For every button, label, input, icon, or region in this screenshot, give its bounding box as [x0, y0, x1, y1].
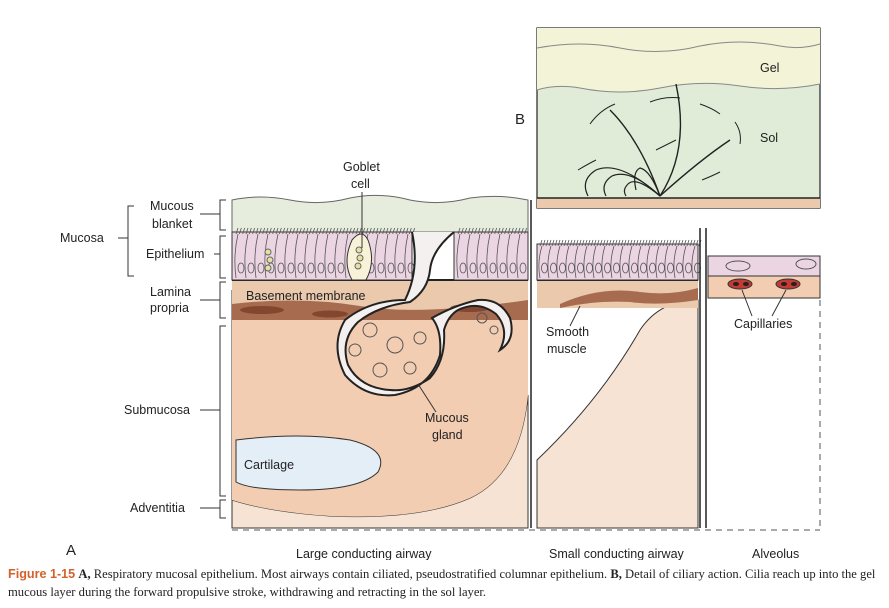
label-cartilage: Cartilage [244, 458, 294, 472]
inset-b-ciliary-action [536, 27, 821, 209]
mucous-gland [336, 231, 513, 397]
figure-caption: Figure 1-15 A, Respiratory mucosal epith… [8, 566, 883, 601]
label-epithelium: Epithelium [146, 247, 204, 261]
respiratory-mucosa-diagram: Mucosa Mucous blanket Epithelium Lamina … [60, 27, 821, 560]
cartilage [235, 435, 382, 491]
label-alveolus: Alveolus [752, 547, 799, 560]
label-panel-a: A [66, 542, 76, 559]
label-goblet-cell-2: cell [351, 177, 370, 191]
mucus-blanket [231, 194, 529, 233]
alveolar-interstitium [707, 275, 821, 299]
label-gel: Gel [760, 61, 779, 75]
label-small-airway: Small conducting airway [549, 547, 685, 560]
figure-number: Figure 1-15 [8, 567, 76, 581]
label-adventitia: Adventitia [130, 501, 185, 515]
smooth-muscle [560, 288, 698, 308]
small-airway-epithelium [536, 243, 699, 281]
caption-text-a: Respiratory mucosal epithelium. Most air… [93, 567, 608, 581]
label-smooth-muscle-2: muscle [547, 342, 587, 356]
label-capillaries: Capillaries [734, 317, 792, 331]
label-smooth-muscle: Smooth [546, 325, 589, 339]
label-sol: Sol [760, 131, 778, 145]
epithelium-layer [231, 227, 529, 281]
label-basement-membrane: Basement membrane [246, 289, 366, 303]
label-brackets [118, 192, 787, 519]
label-mucosa: Mucosa [60, 231, 104, 245]
label-mucous-gland-2: gland [432, 428, 463, 442]
label-mucous-gland: Mucous [425, 411, 469, 425]
capillaries-group [727, 278, 801, 290]
caption-letter-b: B, [610, 567, 622, 581]
label-panel-b: B [515, 111, 525, 128]
label-lamina-propria: Lamina [150, 285, 191, 299]
goblet-cell [264, 233, 372, 281]
label-mucous-blanket: Mucous [150, 199, 194, 213]
label-submucosa: Submucosa [124, 403, 190, 417]
label-goblet-cell: Goblet [343, 160, 380, 174]
label-mucous-blanket-2: blanket [152, 217, 193, 231]
label-large-airway: Large conducting airway [296, 547, 432, 560]
caption-letter-a: A, [78, 567, 91, 581]
label-lamina-propria-2: propria [150, 301, 189, 315]
caption-text-b: Detail of ciliary action. Cilia reach up… [8, 567, 876, 599]
